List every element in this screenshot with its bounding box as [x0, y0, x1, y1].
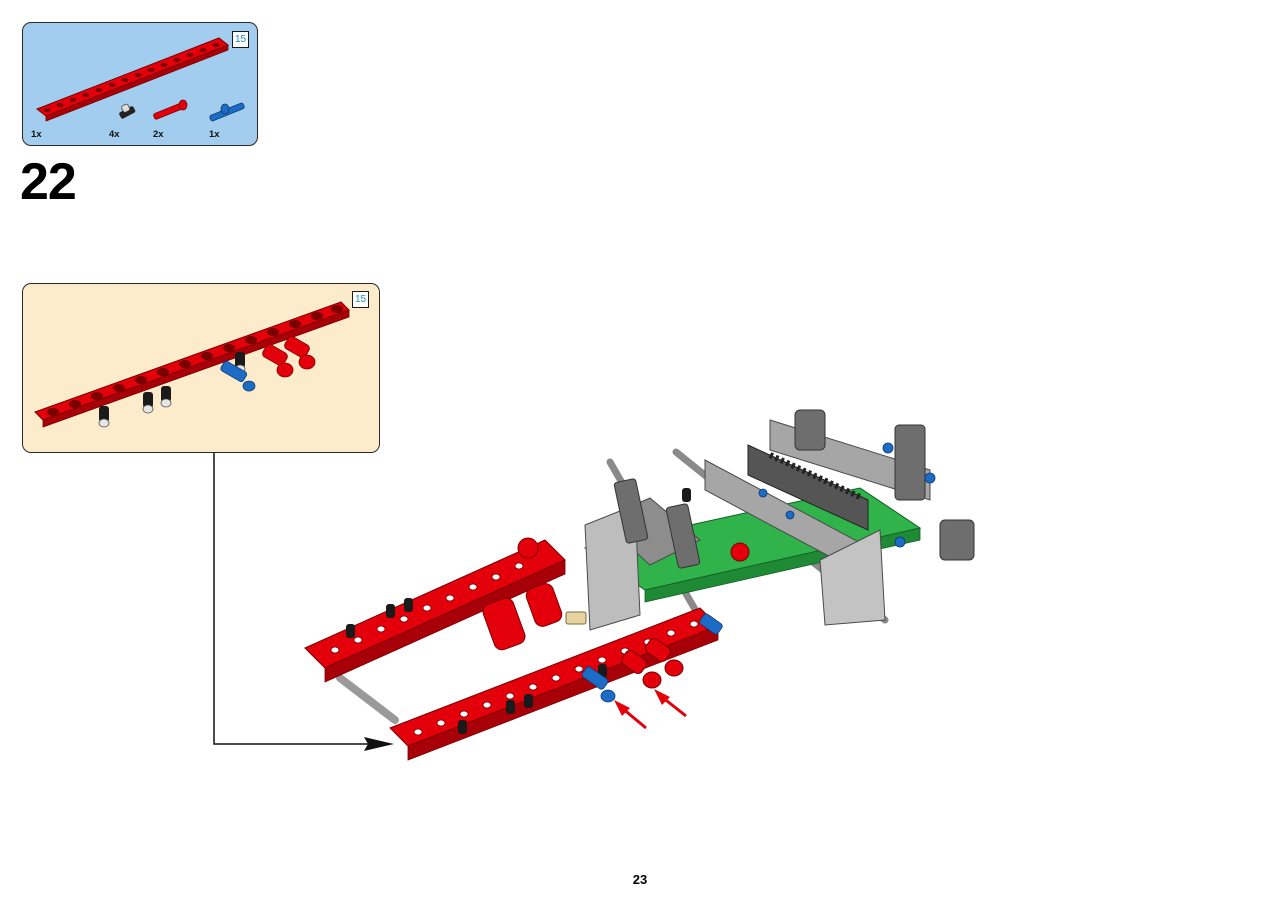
parts-length-badge: 15: [232, 31, 249, 48]
qty-red-axle-pin: 2x: [153, 129, 164, 140]
gray-axles: [336, 448, 889, 724]
callout-connector-line: [213, 453, 372, 745]
black-pin-icon: [119, 103, 136, 119]
new-blue-axle-pin: [581, 613, 723, 703]
blue-pins-upper: [472, 442, 936, 586]
new-red-axle-pins: [621, 638, 684, 689]
qty-blue-axle-pin: 1x: [209, 129, 220, 140]
black-pins: [346, 488, 691, 734]
red-right-beam: [389, 607, 719, 761]
gear-rack: [747, 444, 869, 531]
subassembly-callout: 15: [22, 283, 380, 453]
blue-axle-pin-icon: [209, 102, 245, 122]
placement-arrows: [614, 689, 687, 730]
qty-beam: 1x: [31, 129, 42, 140]
placement-arrow-red-pin: [661, 695, 687, 718]
green-frame: [583, 487, 922, 603]
red-connectors: [482, 537, 750, 651]
red-left-beam: [304, 539, 566, 683]
qty-black-pin: 4x: [109, 129, 120, 140]
parts-illustration: [35, 37, 245, 122]
red-beam-icon: [35, 37, 230, 122]
placement-arrow-blue-pin: [621, 706, 647, 730]
page-number: 23: [632, 872, 648, 887]
gray-beams: [584, 419, 931, 631]
red-axle-pin-icon: [153, 99, 188, 120]
gray-connectors: [613, 409, 975, 569]
step-number: 22: [20, 153, 77, 211]
subassembly-illustration: [34, 301, 350, 428]
connector-arrowhead-icon: [364, 737, 394, 751]
tan-gear: [565, 611, 587, 625]
parts-list-callout: 15: [22, 22, 258, 146]
subassembly-length-badge: 15: [352, 291, 369, 308]
